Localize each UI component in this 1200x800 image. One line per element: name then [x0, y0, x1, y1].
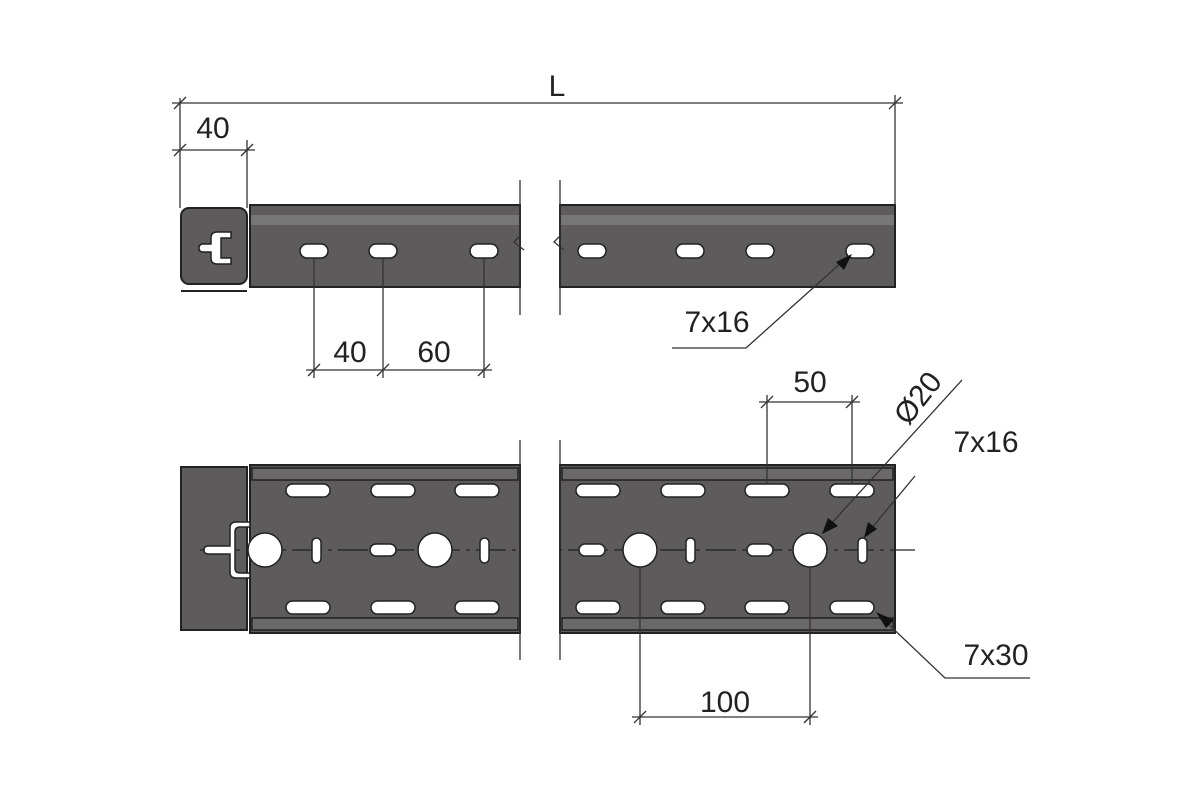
- side-slot-pitch-label: 50: [793, 366, 826, 399]
- slot: [675, 243, 705, 259]
- center-slot-size-label: 7x16: [953, 426, 1018, 459]
- side-slot-size-label: 7x30: [963, 639, 1028, 672]
- slot-pitch-dimension: 40 60: [306, 258, 492, 378]
- keyhole-connector: [203, 521, 251, 579]
- length-dimension: L: [172, 70, 903, 208]
- slot: [845, 243, 875, 259]
- end-offset-dimension: 40: [172, 112, 255, 208]
- slot-pitch-60-label: 60: [417, 336, 450, 369]
- side-slot-pitch-dimension: 50: [759, 366, 860, 484]
- slot: [469, 243, 499, 259]
- end-cap: [180, 466, 248, 631]
- end-offset-label: 40: [196, 112, 229, 145]
- arrowhead: [836, 254, 852, 270]
- slot: [745, 243, 775, 259]
- side-view: L 40 40 60 7x16: [172, 70, 903, 378]
- side-slots: [285, 483, 875, 615]
- slot: [299, 243, 329, 259]
- break-mark: [513, 235, 525, 251]
- top-slot-size-callout: 7x16: [672, 254, 852, 349]
- break-mark: [553, 235, 565, 251]
- slot-pitch-40-label: 40: [333, 336, 366, 369]
- keyhole-connector: [198, 231, 232, 265]
- slot: [577, 243, 607, 259]
- bottom-view: 50 Ø20 7x16 7x30 100: [180, 366, 1030, 725]
- round-hole-pitch-label: 100: [700, 686, 750, 719]
- round-hole-pitch-dimension: 100: [632, 567, 818, 725]
- length-label: L: [549, 70, 566, 103]
- break-gap: [521, 200, 559, 292]
- flange-highlight: [251, 215, 519, 225]
- top-slot-size-label: 7x16: [684, 306, 749, 339]
- center-slot-callout: 7x16: [864, 426, 1019, 538]
- flange-highlight: [561, 215, 894, 225]
- slot: [368, 243, 398, 259]
- round-hole-label: Ø20: [888, 366, 949, 431]
- center-holes: [203, 521, 868, 579]
- side-slot-size-callout: 7x30: [876, 612, 1030, 679]
- break-gap: [521, 460, 559, 638]
